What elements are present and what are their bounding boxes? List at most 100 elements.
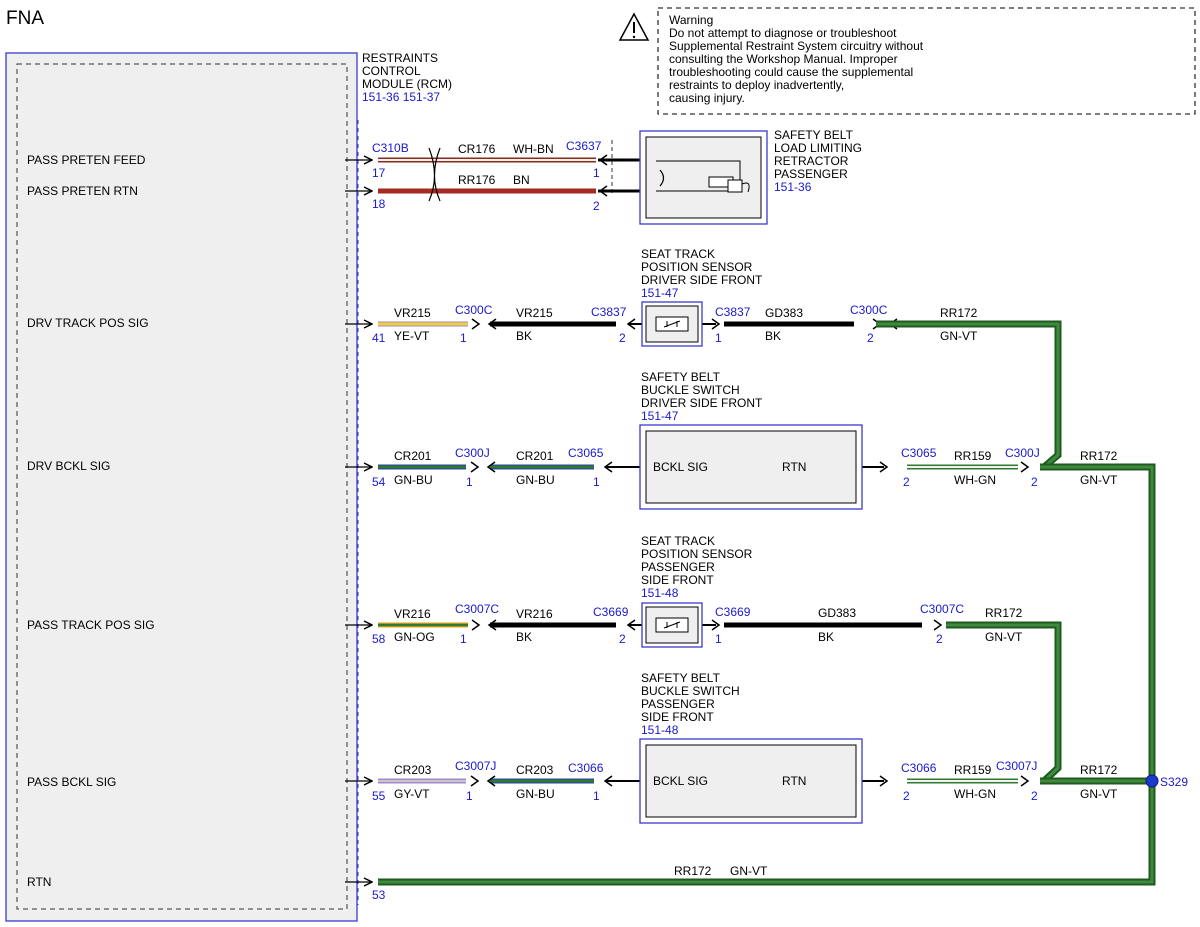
- wire-color: GN-BU: [394, 473, 433, 487]
- wire-circuit: CR176: [458, 142, 496, 156]
- rcm-pin-label: PASS TRACK POS SIG: [27, 618, 155, 632]
- component-name: SAFETY BELT: [641, 370, 721, 384]
- splice-label: S329: [1160, 775, 1188, 789]
- pin-number: 1: [593, 475, 600, 489]
- pin-number: 1: [466, 789, 473, 803]
- component-ref: 151-47: [641, 286, 679, 300]
- wire-circuit: RR172: [674, 864, 712, 878]
- warning-line: Do not attempt to diagnose or troublesho…: [669, 26, 897, 40]
- connector-label: C3837: [715, 305, 751, 319]
- wire-circuit: VR215: [516, 306, 553, 320]
- pin-number: 18: [372, 197, 386, 211]
- wire-circuit: RR176: [458, 173, 496, 187]
- wire-circuit: CR201: [394, 449, 432, 463]
- connector-label: C310B: [372, 141, 409, 155]
- wire-color: WH-BN: [513, 142, 554, 156]
- rcm-pin-label: PASS PRETEN RTN: [27, 184, 138, 198]
- wire-color: BK: [818, 630, 834, 644]
- wire-color: GY-VT: [394, 787, 430, 801]
- pin-number: 1: [460, 331, 467, 345]
- component-ref: 151-47: [641, 409, 679, 423]
- arrow-icons: [470, 461, 1030, 473]
- component-pin-label: BCKL SIG: [653, 460, 708, 474]
- wire-color: GN-VT: [985, 630, 1023, 644]
- connector-label: C300J: [455, 446, 490, 460]
- rcm-name: CONTROL: [362, 64, 421, 78]
- pin-number: 54: [372, 475, 386, 489]
- wire-circuit: VR216: [394, 607, 431, 621]
- wire-color: GN-BU: [516, 787, 555, 801]
- pin-number: 1: [715, 632, 722, 646]
- component-name: SEAT TRACK: [641, 534, 715, 548]
- rcm-pin-label: PASS PRETEN FEED: [27, 153, 146, 167]
- pass-buckle-switch: [639, 738, 863, 824]
- component-pin-label: BCKL SIG: [653, 774, 708, 788]
- pin-number: 58: [372, 632, 386, 646]
- wire-circuit: CR201: [516, 449, 554, 463]
- wire-circuit: VR215: [394, 306, 431, 320]
- pin-number: 53: [372, 888, 386, 902]
- component-pin-label: RTN: [782, 460, 806, 474]
- pin-number: 2: [593, 199, 600, 213]
- connector-label: C3669: [593, 605, 629, 619]
- rcm-pin-label: DRV TRACK POS SIG: [27, 316, 149, 330]
- connector-label: C3007J: [455, 759, 496, 773]
- rcm-pin-label: PASS BCKL SIG: [27, 775, 116, 789]
- wire-color: BK: [516, 329, 532, 343]
- pin-number: 2: [619, 632, 626, 646]
- pass-track-sensor: [641, 602, 703, 648]
- wire-rr172-main-trunk: [378, 463, 1156, 886]
- wire-color: BK: [765, 329, 781, 343]
- wire-circuit: VR216: [516, 607, 553, 621]
- component-name: DRIVER SIDE FRONT: [641, 396, 763, 410]
- twisted-pair-icon: [428, 147, 441, 202]
- connector-label: C300C: [850, 303, 888, 317]
- pin-number: 2: [867, 331, 874, 345]
- pin-number: 2: [903, 475, 910, 489]
- wire-circuit: RR172: [1080, 763, 1118, 777]
- connector-label: C3065: [901, 446, 937, 460]
- warning-line: Supplemental Restraint System circuitry …: [669, 39, 924, 53]
- connector-label: C3837: [591, 305, 627, 319]
- splice-icon: [1145, 774, 1159, 788]
- component-name: DRIVER SIDE FRONT: [641, 273, 763, 287]
- rcm-name: MODULE (RCM): [362, 77, 452, 91]
- wire-color: BN: [513, 173, 530, 187]
- wire-rr172-row4: [946, 621, 1062, 784]
- connector-label: C3066: [901, 761, 937, 775]
- component-name: POSITION SENSOR: [641, 260, 753, 274]
- pin-number: 2: [1031, 475, 1038, 489]
- component-name: LOAD LIMITING: [774, 141, 862, 155]
- pin-number: 1: [715, 331, 722, 345]
- pin-number: 2: [936, 632, 943, 646]
- wire-color: GN-VT: [730, 864, 768, 878]
- wire-circuit: GD383: [818, 606, 856, 620]
- connector-label: C3066: [568, 761, 604, 775]
- connector-label: C3065: [568, 446, 604, 460]
- component-ref: 151-36: [774, 180, 812, 194]
- wire-color: WH-GN: [954, 473, 996, 487]
- warning-line: restraints to deploy inadvertently,: [669, 78, 844, 92]
- component-ref: 151-48: [641, 586, 679, 600]
- warning-line: causing injury.: [669, 91, 745, 105]
- wire-rr172-row2: [876, 320, 1062, 470]
- rcm-pin-label: RTN: [27, 875, 51, 889]
- component-name: BUCKLE SWITCH: [641, 684, 740, 698]
- pin-number: 2: [903, 789, 910, 803]
- connector-label: C3669: [715, 605, 751, 619]
- component-name: SIDE FRONT: [641, 573, 714, 587]
- connector-label: C300C: [455, 303, 493, 317]
- component-name: SAFETY BELT: [641, 671, 721, 685]
- wire-circuit: RR172: [940, 306, 978, 320]
- warning-line: troubleshooting could cause the suppleme…: [669, 65, 913, 79]
- warning-box: Warning Do not attempt to diagnose or tr…: [618, 7, 1196, 115]
- wire-circuit: GD383: [765, 306, 803, 320]
- warning-icon: [618, 12, 650, 41]
- drv-track-sensor: [641, 301, 703, 347]
- arrow-icons: [598, 154, 608, 197]
- component-name: SAFETY BELT: [774, 128, 854, 142]
- wire-circuit: RR172: [1080, 449, 1118, 463]
- rcm-pin-label: DRV BCKL SIG: [27, 459, 110, 473]
- pin-number: 1: [593, 789, 600, 803]
